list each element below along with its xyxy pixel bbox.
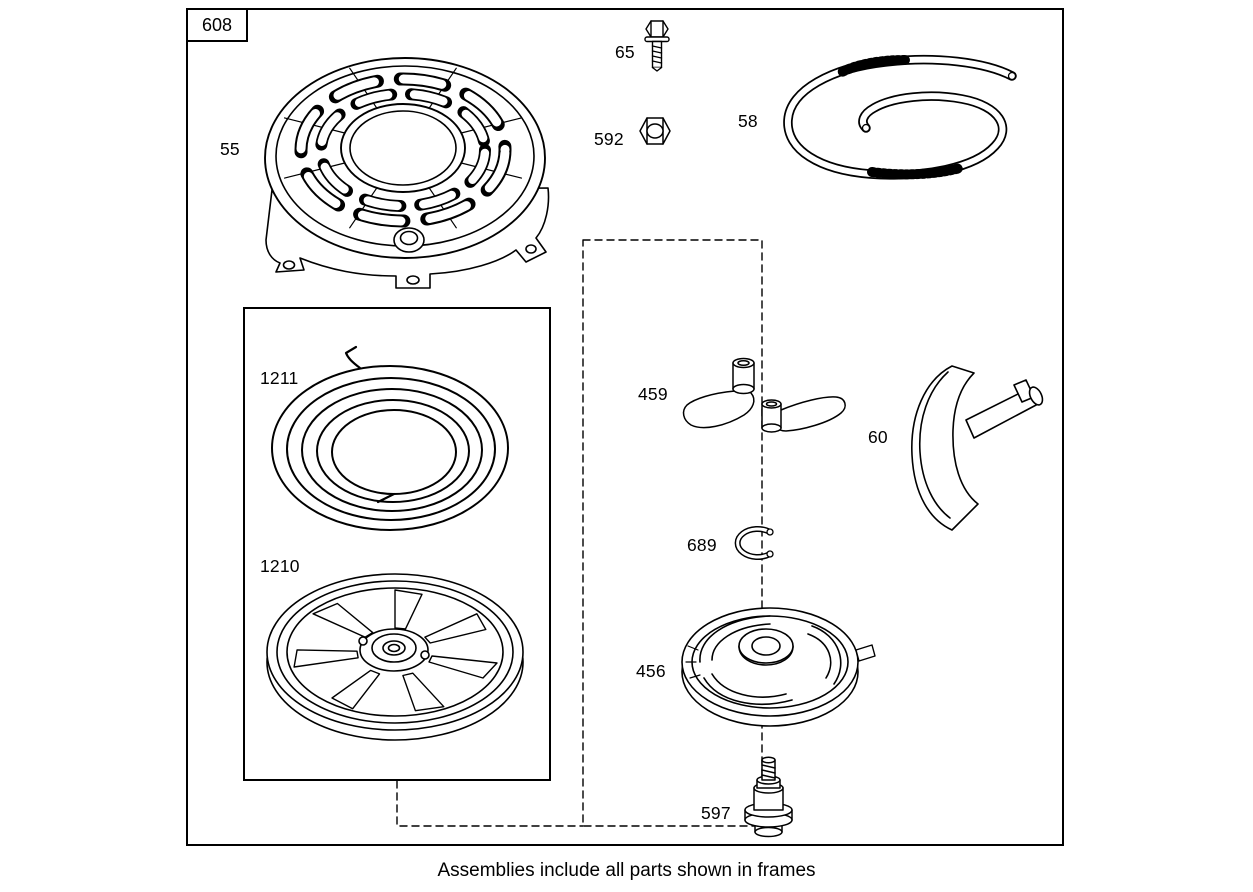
assembly-frame: [186, 8, 1064, 846]
retaining-ring-drawing: [734, 526, 774, 560]
shoulder-screw-drawing: [744, 756, 793, 838]
part-label-597: 597: [699, 803, 733, 824]
starter-rope-drawing: [783, 54, 1017, 180]
part-label-456: 456: [634, 661, 668, 682]
part-label-1211: 1211: [258, 368, 301, 389]
starter-clutch-drawing: [681, 607, 876, 727]
pawl-drawing: [682, 357, 846, 433]
frame-number-box: 608: [186, 8, 248, 42]
part-label-58: 58: [736, 111, 760, 132]
starter-handle-drawing: [911, 365, 1044, 531]
part-label-459: 459: [636, 384, 670, 405]
recoil-housing-drawing: [264, 57, 550, 289]
nut-drawing: [639, 117, 671, 145]
part-label-60: 60: [866, 427, 890, 448]
part-label-689: 689: [685, 535, 719, 556]
dashed-assembly-boundary: [396, 239, 763, 827]
frame-number: 608: [201, 14, 233, 35]
screw-drawing: [644, 20, 670, 72]
part-label-65: 65: [613, 42, 637, 63]
part-label-55: 55: [218, 139, 242, 160]
caption: Assemblies include all parts shown in fr…: [437, 860, 816, 881]
pulley-drawing: [266, 573, 524, 741]
sub-assembly-frame: [243, 307, 551, 781]
part-label-592: 592: [592, 129, 626, 150]
recoil-spring-drawing: [271, 345, 509, 531]
part-label-1210: 1210: [258, 556, 302, 577]
